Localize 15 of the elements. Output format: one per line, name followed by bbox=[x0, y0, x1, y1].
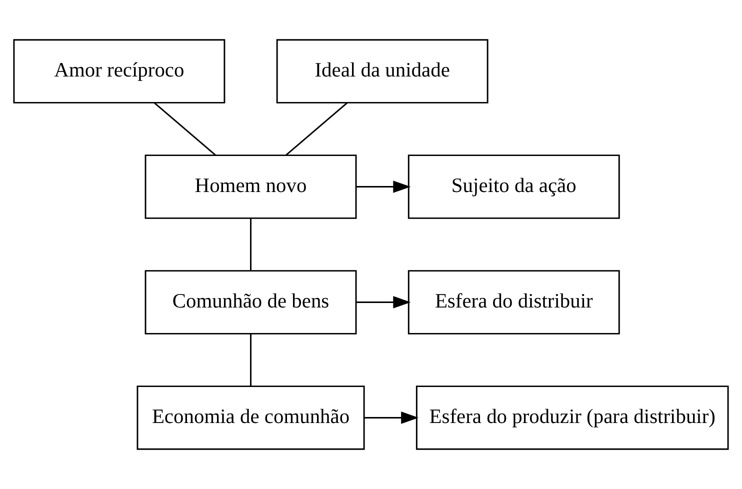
node-box: Amor recíproco bbox=[13, 39, 226, 104]
node-box: Comunhão de bens bbox=[144, 270, 357, 334]
node-box: Economia de comunhão bbox=[136, 386, 365, 450]
node-box: Esfera do produzir (para distribuir) bbox=[416, 386, 729, 450]
node-box: Sujeito da ação bbox=[408, 154, 620, 219]
connector bbox=[250, 218, 252, 271]
node-box: Esfera do distribuir bbox=[408, 270, 620, 334]
arrow bbox=[364, 412, 419, 424]
arrow bbox=[356, 296, 411, 308]
node-box: Homem novo bbox=[144, 154, 357, 219]
connector bbox=[286, 102, 348, 156]
node-box: Ideal da unidade bbox=[276, 39, 488, 104]
connector bbox=[154, 102, 216, 156]
arrow bbox=[356, 180, 411, 193]
connector bbox=[250, 334, 252, 386]
